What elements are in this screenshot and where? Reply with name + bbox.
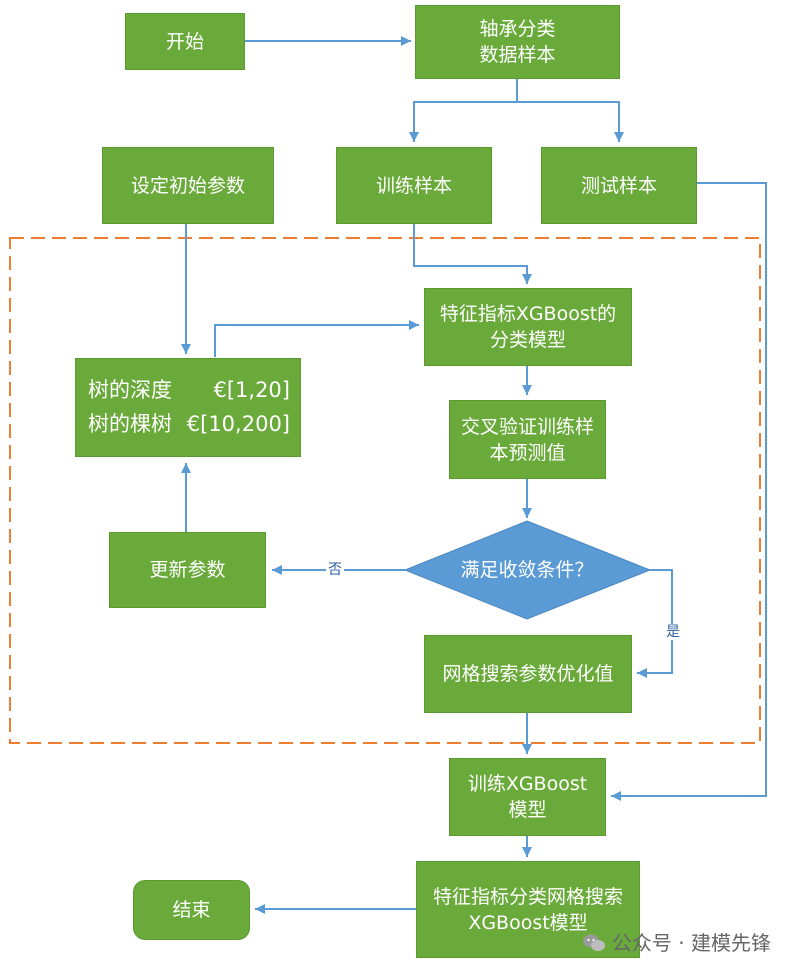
- convergence-diamond-shape: [403, 520, 652, 620]
- tree-depth-range: €[1,20]: [213, 378, 290, 402]
- train-model-node: 训练XGBoost 模型: [449, 758, 606, 836]
- watermark-text: 公众号 · 建模先锋: [611, 931, 771, 955]
- init-params-label: 设定初始参数: [130, 174, 245, 197]
- grid-opt-node: 网格搜索参数优化值: [424, 635, 632, 713]
- cv-predict-node: 交叉验证训练样 本预测值: [449, 400, 606, 479]
- cv-predict-label-line1: 交叉验证训练样: [460, 415, 594, 438]
- update-params-label: 更新参数: [149, 559, 226, 581]
- wechat-icon: [582, 934, 605, 951]
- classifier-label-line2: 分类模型: [489, 329, 566, 351]
- arrow-params-classifier: [214, 320, 419, 357]
- train-samples-node: 训练样本: [336, 147, 492, 224]
- arrow-diamond-grid: [637, 569, 673, 678]
- test-samples-node: 测试样本: [541, 147, 697, 224]
- end-node: 结束: [133, 880, 250, 940]
- classifier-node: 特征指标XGBoost的 分类模型: [424, 288, 632, 366]
- end-label: 结束: [172, 899, 211, 921]
- test-samples-label: 测试样本: [580, 174, 657, 197]
- tree-count-range: €[10,200]: [186, 412, 290, 436]
- arrow-dataset-train: [409, 79, 518, 142]
- init-params-node: 设定初始参数: [102, 147, 274, 224]
- final-model-label-line1: 特征指标分类网格搜索: [432, 885, 623, 908]
- watermark: 公众号 · 建模先锋: [582, 930, 771, 956]
- train-model-label-line2: 模型: [508, 799, 547, 821]
- dataset-node: 轴承分类 数据样本: [415, 5, 620, 79]
- tree-depth-label: 树的深度: [88, 378, 172, 402]
- arrow-test-train: [611, 182, 767, 801]
- edge-label-yes: 是: [664, 624, 682, 640]
- update-params-node: 更新参数: [109, 532, 266, 608]
- dataset-label-line2: 数据样本: [479, 44, 556, 66]
- final-model-label-line2: XGBoost模型: [468, 911, 588, 934]
- edge-label-no: 否: [326, 562, 344, 578]
- cv-predict-label-line2: 本预测值: [489, 441, 566, 464]
- tree-params-node: 树的深度 €[1,20] 树的棵树 €[10,200]: [75, 358, 301, 457]
- tree-count-row: 树的棵树 €[10,200]: [88, 407, 290, 441]
- start-label: 开始: [165, 30, 204, 53]
- start-node: 开始: [125, 13, 245, 70]
- optimization-frame: [9, 237, 761, 744]
- tree-depth-row: 树的深度 €[1,20]: [88, 373, 290, 407]
- train-model-label-line1: 训练XGBoost: [467, 773, 588, 795]
- arrow-train-classifier: [413, 224, 532, 284]
- train-samples-label: 训练样本: [375, 174, 452, 197]
- grid-opt-label: 网格搜索参数优化值: [442, 663, 614, 685]
- tree-count-label: 树的棵树: [88, 412, 172, 436]
- classifier-label-line1: 特征指标XGBoost的: [439, 303, 617, 325]
- arrow-dataset-test: [517, 101, 624, 142]
- dataset-label-line1: 轴承分类: [479, 18, 556, 40]
- convergence-label: 满足收敛条件？: [460, 559, 594, 581]
